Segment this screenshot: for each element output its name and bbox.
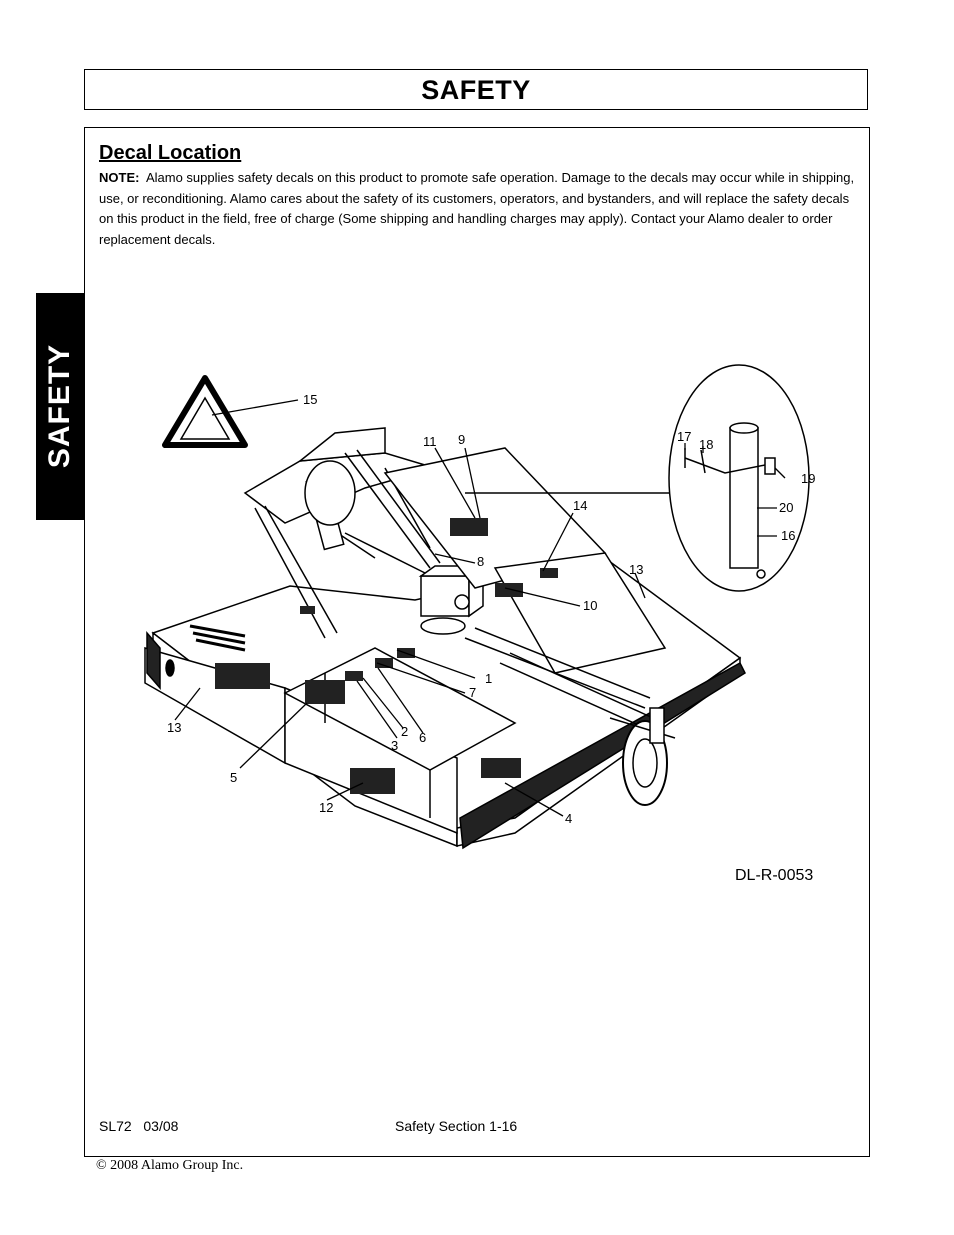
callout-7: 7 (469, 685, 476, 700)
callout-8: 8 (477, 554, 484, 569)
footer-model-date: SL72 03/08 (99, 1118, 178, 1134)
callout-6: 6 (419, 730, 426, 745)
callout-17: 17 (677, 429, 691, 444)
mower-drawing (144, 427, 746, 850)
footer-section: Safety Section 1-16 (395, 1118, 518, 1134)
callout-leaders (174, 399, 786, 817)
side-tab: SAFETY (36, 293, 84, 520)
detail-inset (465, 364, 810, 592)
header-box: SAFETY (84, 69, 868, 110)
footer-model: SL72 (99, 1118, 132, 1134)
smv-emblem-icon (162, 375, 248, 448)
callout-1: 1 (485, 671, 492, 686)
callout-4: 4 (565, 811, 572, 826)
callout-5: 5 (230, 770, 237, 785)
callout-19: 19 (801, 471, 815, 486)
footer-date: 03/08 (143, 1118, 179, 1134)
callout-13-left: 13 (167, 720, 181, 735)
header-title: SAFETY (421, 75, 531, 105)
callout-13-right: 13 (629, 562, 643, 577)
callout-14: 14 (573, 498, 587, 513)
callout-3: 3 (391, 738, 398, 753)
content-box: Decal Location NOTE: Alamo supplies safe… (84, 127, 870, 1157)
callout-18: 18 (699, 437, 713, 452)
callout-2: 2 (401, 724, 408, 739)
side-tab-label: SAFETY (43, 343, 76, 469)
copyright: © 2008 Alamo Group Inc. (96, 1158, 244, 1173)
note-body: Alamo supplies safety decals on this pro… (99, 170, 855, 247)
callout-12: 12 (319, 800, 333, 815)
callout-16: 16 (781, 528, 795, 543)
section-title: Decal Location (99, 142, 242, 164)
callout-20: 20 (779, 500, 793, 515)
note-label: NOTE: (99, 170, 140, 185)
callout-11: 11 (423, 434, 437, 449)
callout-15: 15 (303, 392, 317, 407)
figure-code: DL-R-0053 (735, 867, 813, 884)
note-paragraph: NOTE: Alamo supplies safety decals on th… (99, 168, 859, 250)
callout-9: 9 (458, 432, 465, 447)
callout-10: 10 (583, 598, 597, 613)
decal-location-figure: 15 11 9 8 14 10 13 1 7 2 3 6 5 12 4 13 1… (144, 364, 815, 884)
